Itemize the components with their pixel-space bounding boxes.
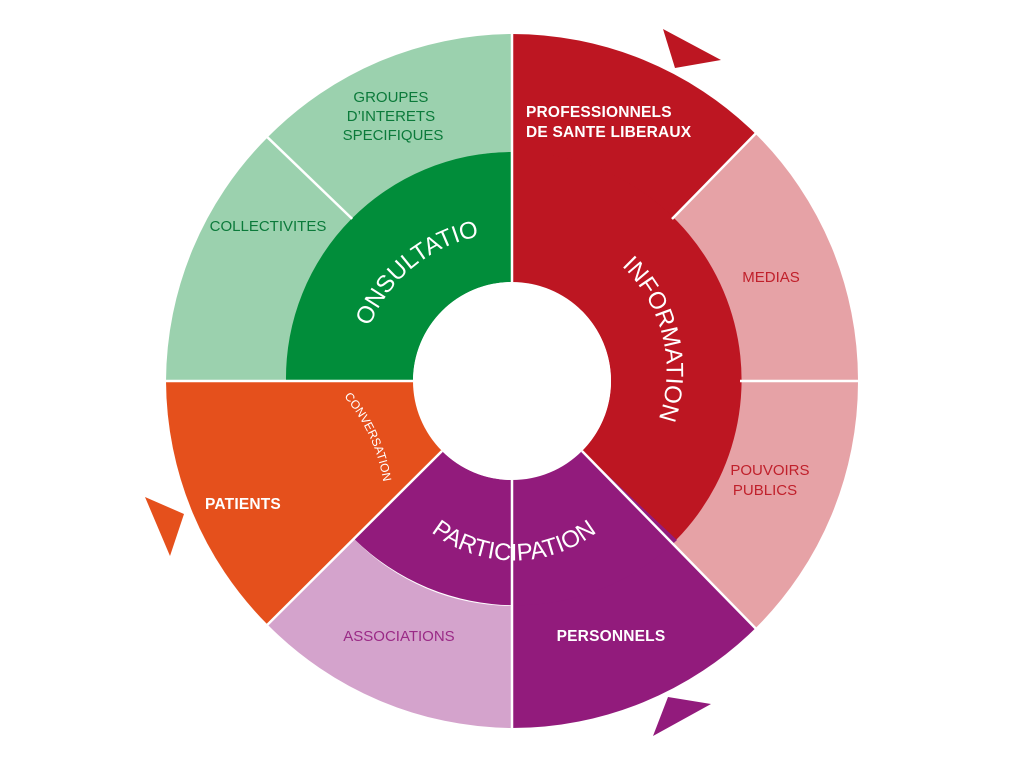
label-medias: MEDIAS (742, 269, 800, 286)
segment-dividers (160, 28, 864, 734)
label-personnels: PERSONNELS (557, 628, 666, 645)
label-professionnels-liberaux: PROFESSIONNELS DE SANTE LIBERAUX (526, 104, 692, 141)
center-hole (413, 282, 611, 480)
segment-patients (166, 381, 512, 625)
arrow-left-icon (145, 497, 184, 556)
arrow-top-right-icon (663, 29, 721, 68)
label-associations: ASSOCIATIONS (343, 628, 454, 645)
band-information (512, 151, 742, 540)
arrow-bottom-right-icon (653, 697, 711, 736)
band-participation (353, 451, 677, 606)
segment-medias (672, 133, 859, 381)
band-consultation (285, 152, 512, 381)
label-collectivites: COLLECTIVITES (210, 218, 327, 235)
segment-pouvoirs-publics (672, 381, 859, 629)
label-groupes-interets: GROUPES D’INTERETS SPECIFIQUES (343, 89, 444, 144)
segment-associations (267, 538, 512, 728)
label-pouvoirs-publics: POUVOIRS PUBLICS (730, 462, 813, 499)
label-patients: PATIENTS (205, 496, 281, 513)
segment-collectivites (166, 137, 353, 381)
segment-groupes-interets (267, 34, 512, 219)
